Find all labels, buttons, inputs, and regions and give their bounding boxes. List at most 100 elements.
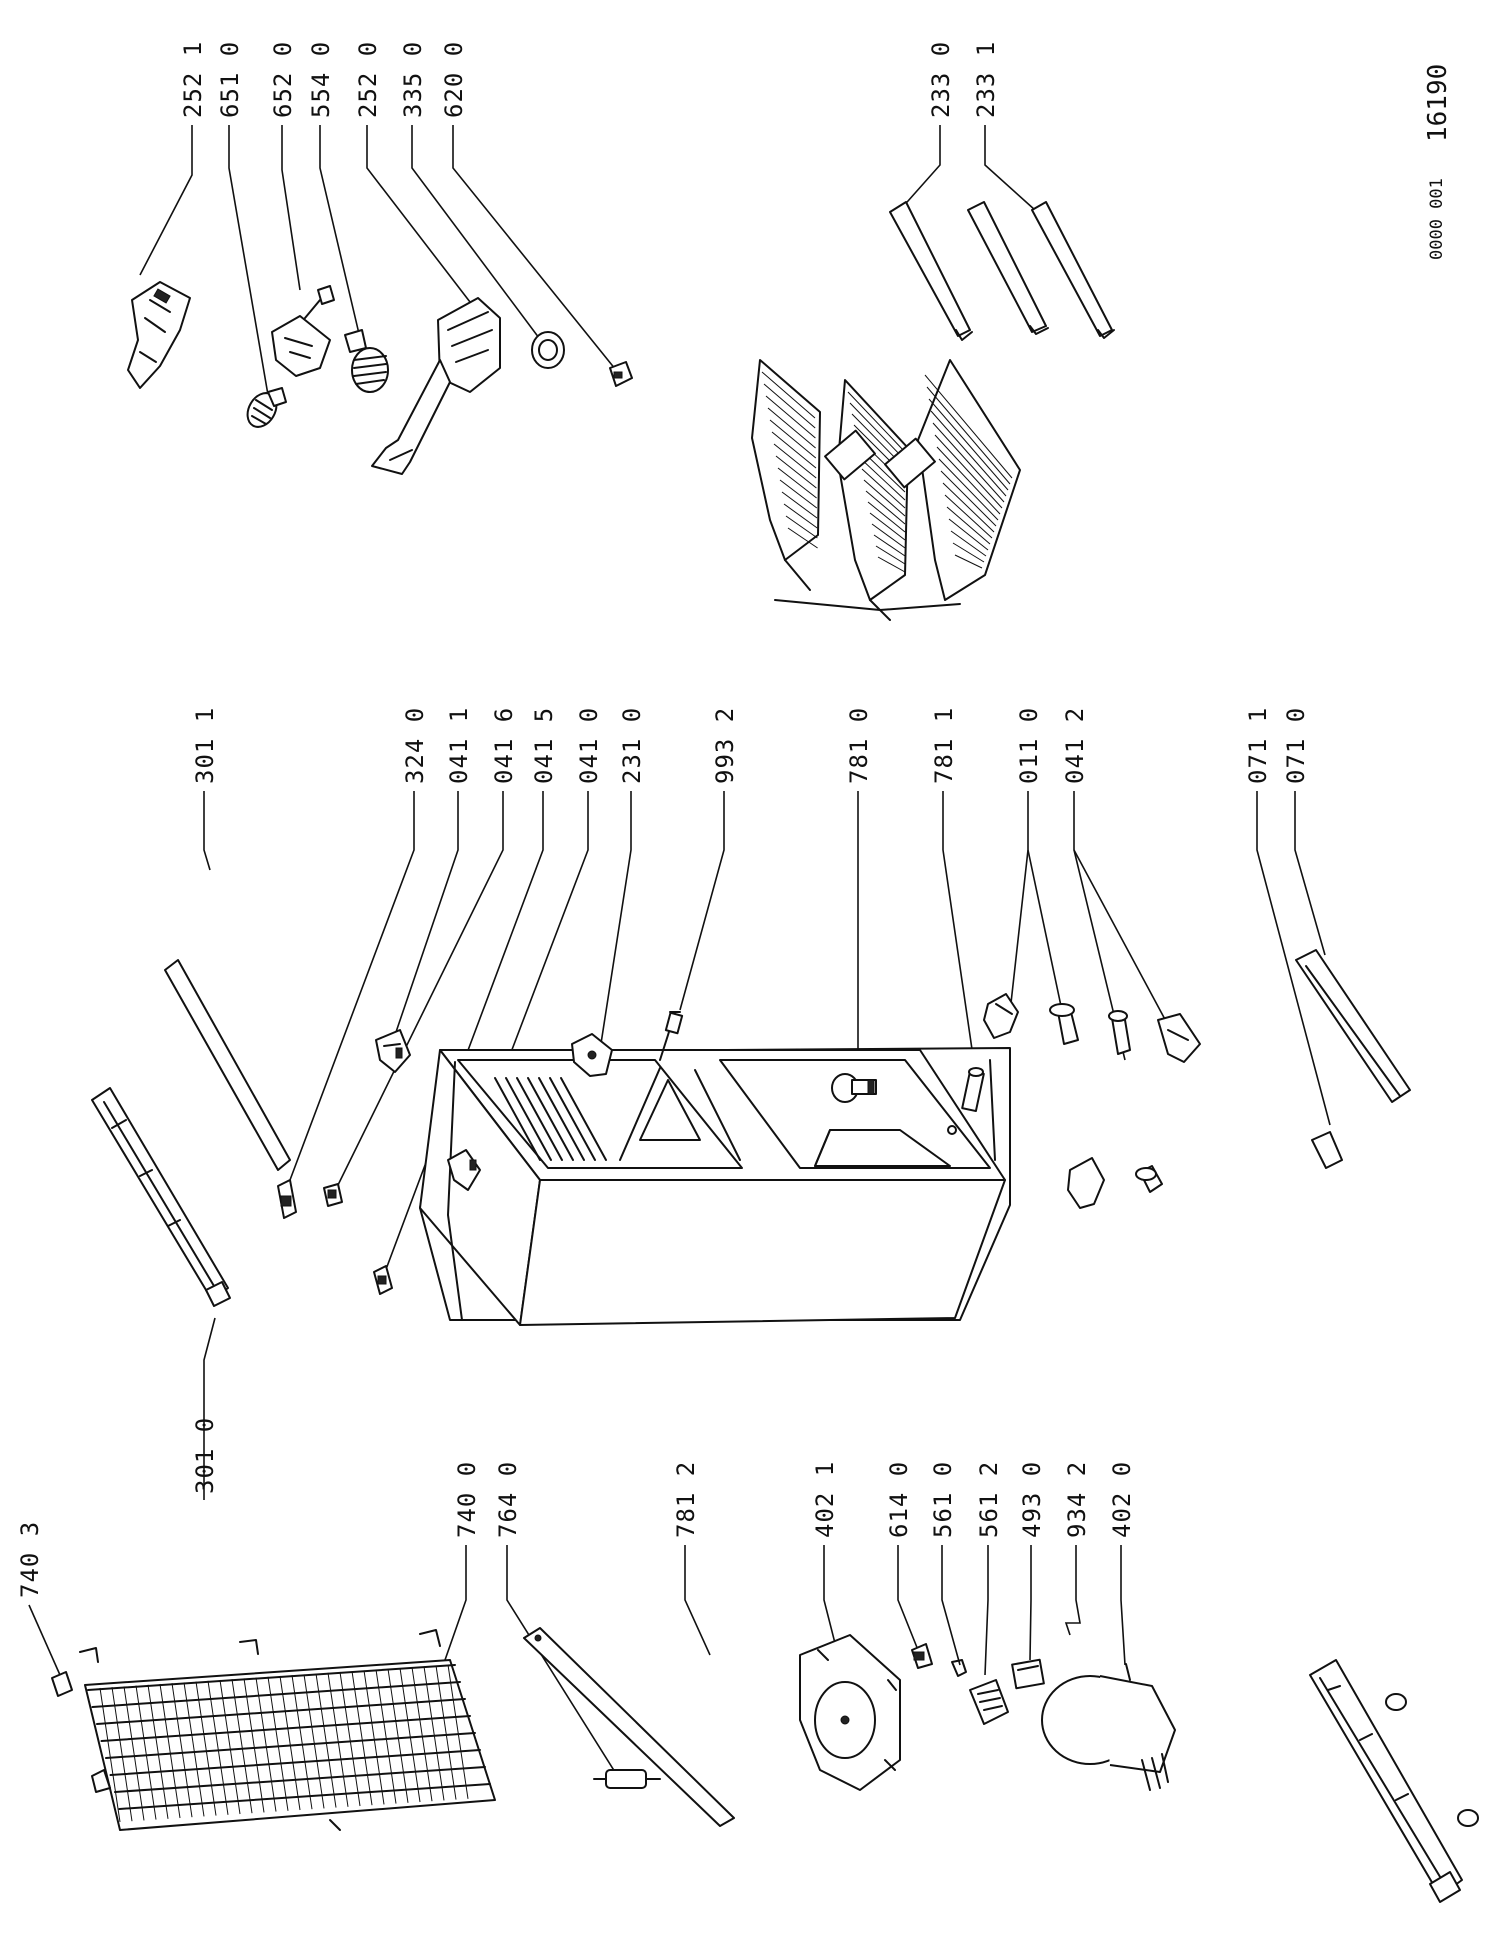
hatch-line bbox=[773, 443, 817, 479]
hatch-line bbox=[924, 374, 1013, 479]
part-740-0 bbox=[79, 1629, 496, 1831]
hatch-line bbox=[527, 1077, 574, 1161]
hatch-line bbox=[932, 422, 1005, 503]
hatch-line bbox=[123, 1686, 145, 1821]
part-402-1 bbox=[799, 1634, 901, 1791]
hatch-line bbox=[934, 434, 1003, 509]
label-402-1: 402 1 bbox=[811, 1461, 839, 1538]
label-011-0: 011 0 bbox=[1015, 707, 1043, 784]
label-781-2: 781 2 bbox=[672, 1461, 700, 1538]
hatch-line bbox=[871, 523, 906, 549]
hatch-line bbox=[954, 554, 983, 569]
part-041-0 bbox=[447, 1149, 481, 1191]
label-614-0: 614 0 bbox=[885, 1461, 913, 1538]
hatch-line bbox=[940, 470, 997, 527]
part-493-0 bbox=[1011, 1658, 1045, 1690]
part-foot-bracket bbox=[1067, 1157, 1163, 1209]
hatch-line bbox=[783, 503, 818, 529]
hatch-line bbox=[255, 1677, 277, 1812]
label-402-0: 402 0 bbox=[1108, 1461, 1136, 1538]
part-324-0 bbox=[277, 1179, 297, 1219]
hatch-line bbox=[763, 383, 816, 429]
hatch-line bbox=[135, 1685, 157, 1820]
label-740-0: 740 0 bbox=[453, 1461, 481, 1538]
part-561-2 bbox=[969, 1679, 1009, 1725]
document-number-prefix: 0000 001 bbox=[1427, 178, 1447, 260]
hatch-line bbox=[159, 1683, 181, 1819]
part-781-2 bbox=[523, 1627, 735, 1827]
hatch-line bbox=[315, 1673, 337, 1808]
hatch-line bbox=[849, 402, 906, 461]
label-993-2: 993 2 bbox=[711, 707, 739, 784]
label-252-0: 252 0 bbox=[354, 41, 382, 118]
part-614-0 bbox=[911, 1643, 933, 1669]
part-561-0 bbox=[951, 1659, 967, 1677]
hatch-line bbox=[942, 482, 995, 533]
hatch-line bbox=[877, 556, 906, 573]
label-041-0: 041 0 bbox=[575, 707, 603, 784]
hatch-line bbox=[423, 1666, 445, 1801]
label-301-0: 301 0 bbox=[191, 1417, 219, 1494]
part-041-6 bbox=[323, 1183, 343, 1207]
part-781-0 bbox=[831, 1073, 877, 1103]
part-cabinet bbox=[419, 1047, 1011, 1326]
hatch-line bbox=[946, 506, 991, 545]
part-071-1 bbox=[1311, 1131, 1343, 1169]
hatch-line bbox=[847, 391, 906, 453]
label-252-1: 252 1 bbox=[179, 41, 207, 118]
hatch-line bbox=[303, 1674, 325, 1809]
hatch-line bbox=[279, 1675, 301, 1811]
hatch-line bbox=[873, 534, 906, 557]
part-301-1 bbox=[164, 959, 291, 1171]
label-781-1: 781 1 bbox=[930, 707, 958, 784]
part-041-5 bbox=[373, 1265, 393, 1295]
hatch-line bbox=[111, 1687, 133, 1822]
label-620-0: 620 0 bbox=[440, 41, 468, 118]
label-561-2: 561 2 bbox=[975, 1461, 1003, 1538]
label-301-1: 301 1 bbox=[191, 707, 219, 784]
hatch-line bbox=[867, 501, 906, 533]
label-233-1: 233 1 bbox=[972, 41, 1000, 118]
hatch-line bbox=[114, 1766, 486, 1793]
label-041-2: 041 2 bbox=[1061, 707, 1089, 784]
hatch-line bbox=[195, 1681, 217, 1816]
labels-top-right: 252 1 651 0 652 0 554 0 252 0 335 0 620 … bbox=[179, 41, 1000, 118]
hatch-line bbox=[399, 1667, 421, 1803]
hatch-line bbox=[560, 1077, 607, 1161]
hatch-line bbox=[859, 457, 906, 501]
label-071-0: 071 0 bbox=[1282, 707, 1310, 784]
labels-bottom: 740 3 301 0 740 0 764 0 781 2 402 1 614 … bbox=[16, 1417, 1136, 1598]
part-764-0 bbox=[593, 1769, 661, 1789]
label-041-6: 041 6 bbox=[490, 707, 518, 784]
label-652-0: 652 0 bbox=[269, 41, 297, 118]
hatch-line bbox=[375, 1669, 397, 1804]
part-402-0 bbox=[1041, 1663, 1176, 1791]
hatch-line bbox=[549, 1077, 596, 1161]
hatch-line bbox=[363, 1670, 385, 1805]
hatch-line bbox=[936, 446, 1001, 515]
hatch-line bbox=[926, 386, 1011, 485]
part-301-0 bbox=[91, 1087, 231, 1307]
hatch-line bbox=[787, 527, 818, 549]
label-493-0: 493 0 bbox=[1018, 1461, 1046, 1538]
label-071-1: 071 1 bbox=[1244, 707, 1272, 784]
hatch-line bbox=[538, 1077, 585, 1161]
part-620-0 bbox=[609, 361, 633, 387]
hatch-line bbox=[761, 371, 816, 419]
hatch-line bbox=[87, 1664, 456, 1691]
part-252-1 bbox=[127, 281, 191, 389]
hatch-line bbox=[231, 1679, 253, 1814]
labels-middle: 301 1 324 0 041 1 041 6 041 5 041 0 231 … bbox=[191, 707, 1310, 784]
hatch-line bbox=[952, 542, 985, 563]
part-252-0 bbox=[371, 297, 501, 475]
label-934-2: 934 2 bbox=[1063, 1461, 1091, 1538]
hatch-line bbox=[930, 410, 1007, 497]
hatch-line bbox=[147, 1684, 169, 1819]
hatch-line bbox=[505, 1077, 552, 1161]
hatch-line bbox=[91, 1681, 461, 1708]
hatch-line bbox=[516, 1077, 563, 1161]
label-335-0: 335 0 bbox=[399, 41, 427, 118]
hatch-line bbox=[183, 1682, 205, 1817]
hatch-line bbox=[411, 1667, 433, 1802]
hatch-line bbox=[171, 1683, 193, 1818]
